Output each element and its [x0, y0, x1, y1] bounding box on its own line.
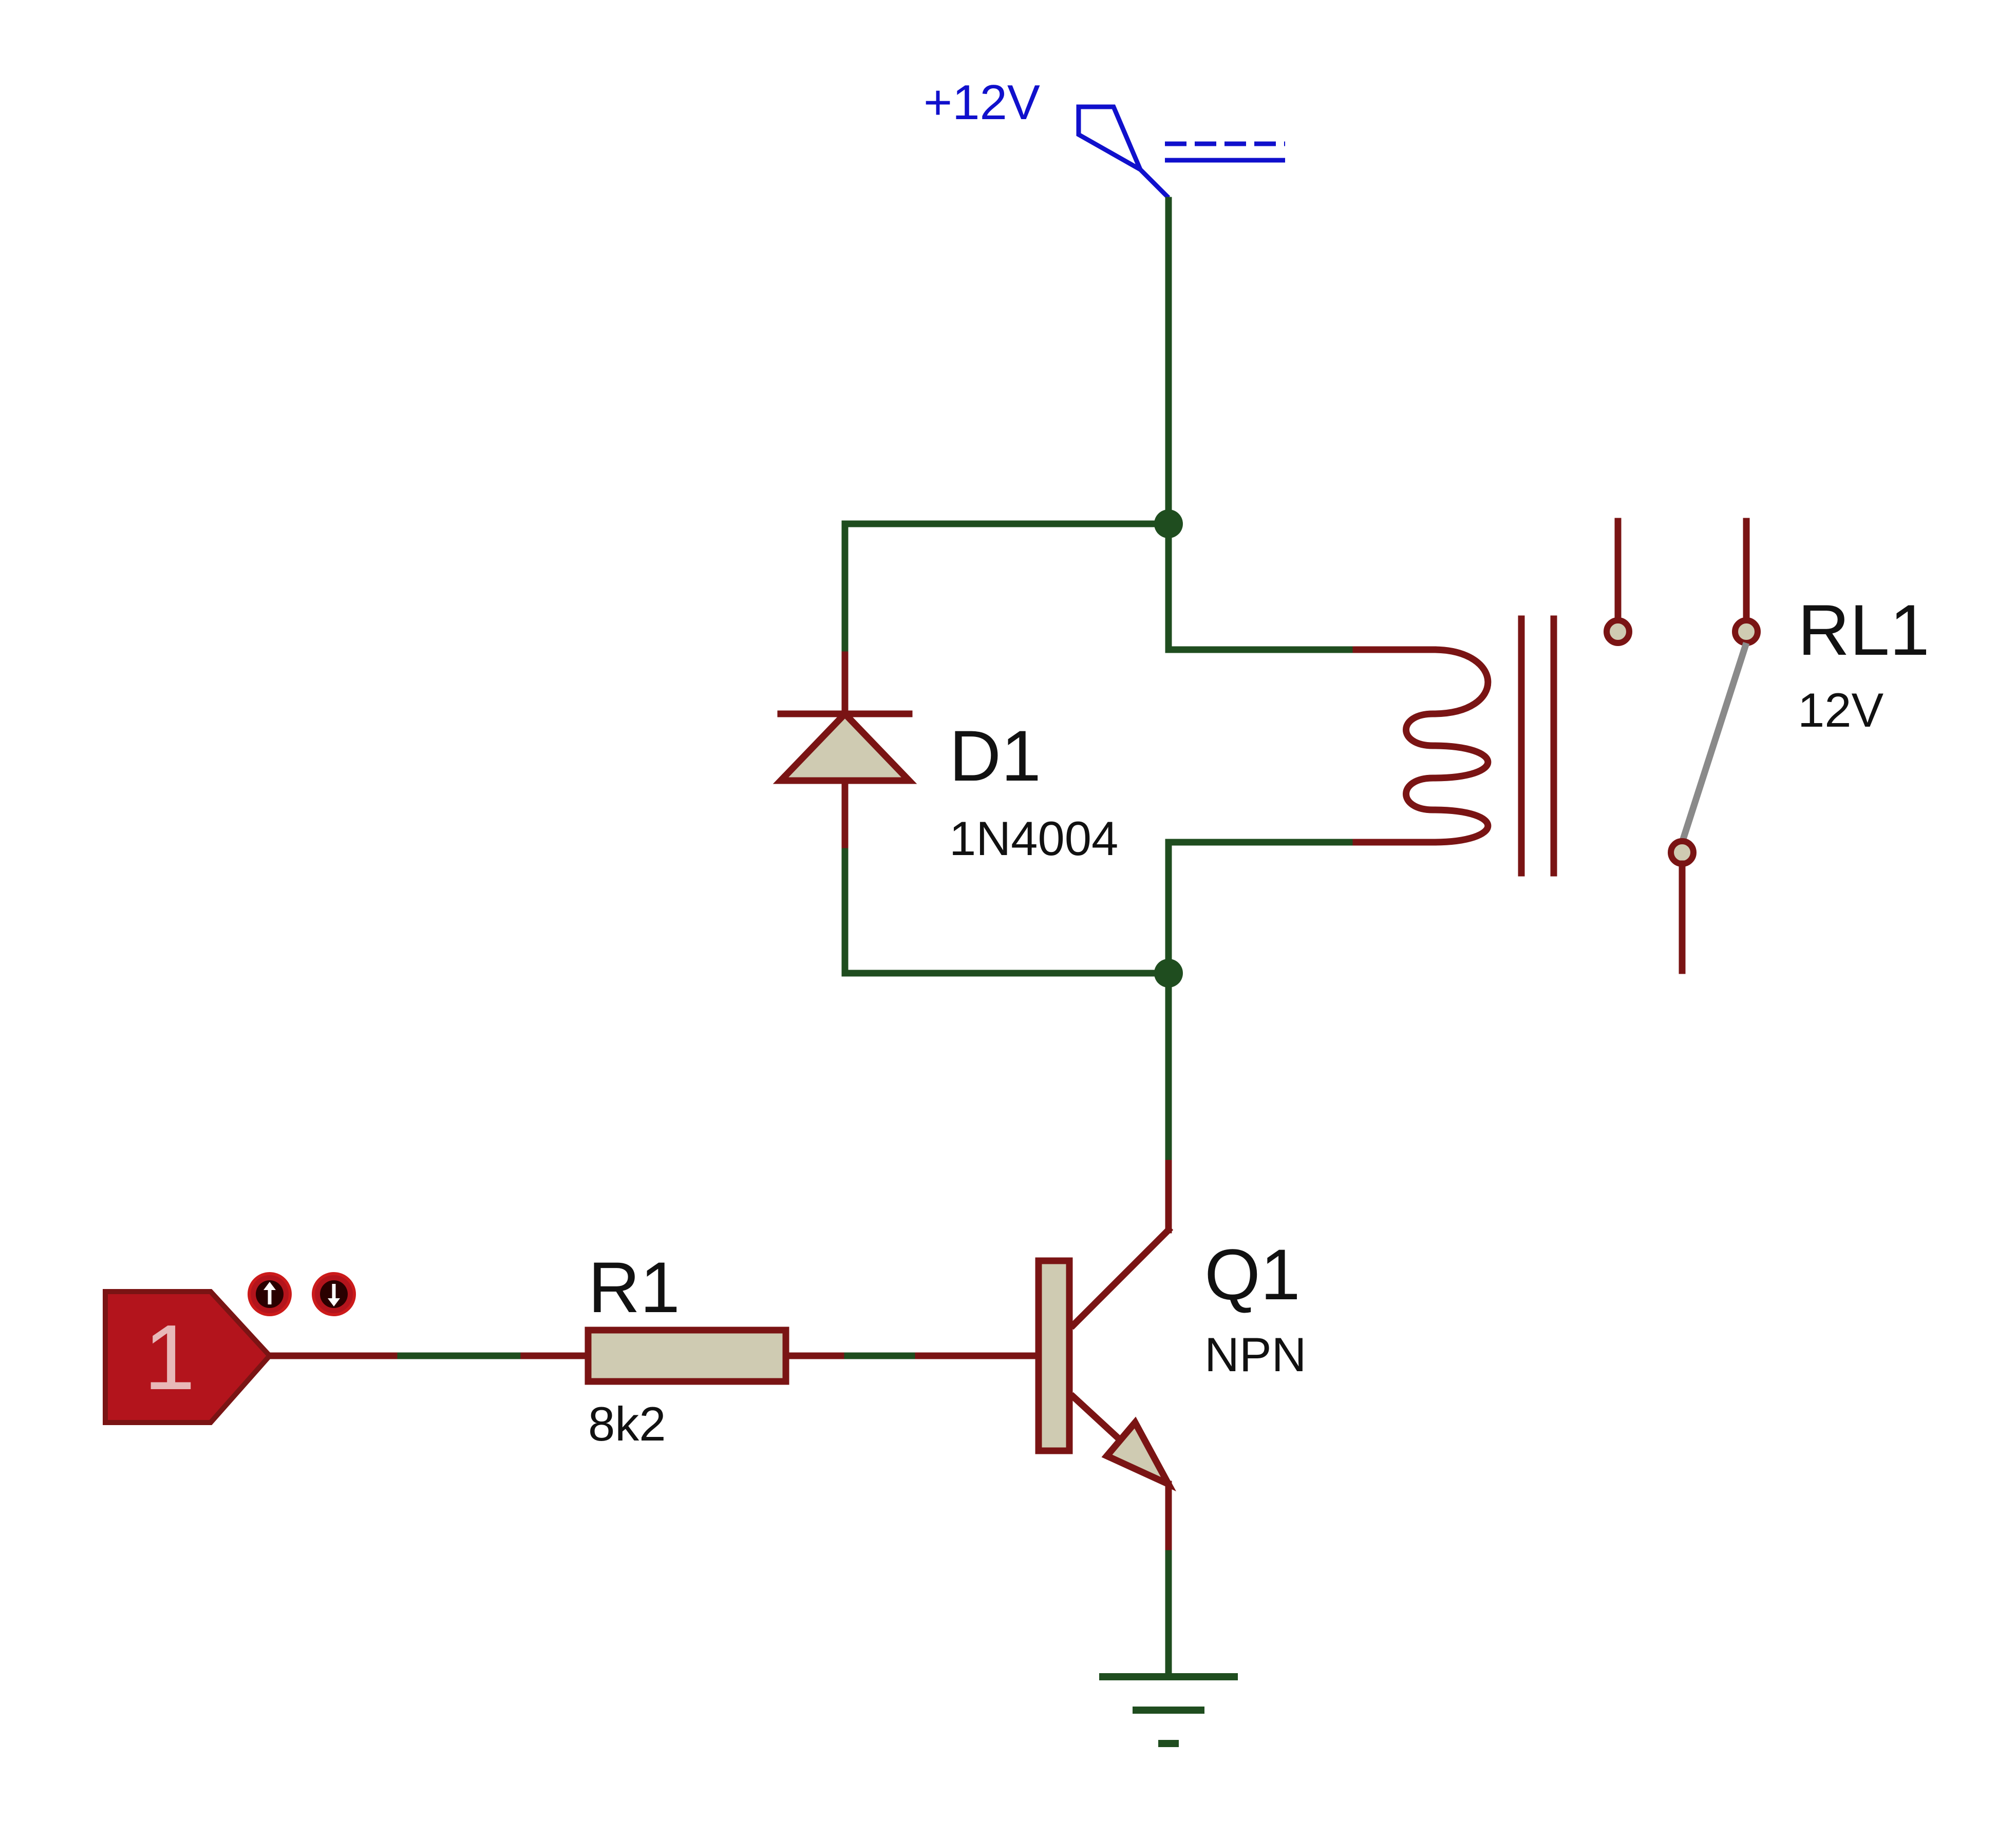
- arrow-up-circle-icon[interactable]: [248, 1272, 292, 1316]
- relay-coil: [1403, 646, 1492, 846]
- input-terminal-1[interactable]: 1: [103, 1272, 356, 1425]
- transistor-collector-leg: [1068, 1225, 1174, 1330]
- relay-value: 12V: [1798, 683, 1884, 737]
- power-arrow-symbol: [1076, 104, 1145, 175]
- junction-dot-top: [1154, 509, 1183, 538]
- wire-coil-top: [1165, 520, 1360, 653]
- relay-switch-arm: [1679, 642, 1750, 843]
- transistor-base-bar: [1035, 1257, 1073, 1454]
- diode-triangle: [773, 709, 917, 784]
- wire-diode-top: [841, 520, 1172, 658]
- transistor-value: NPN: [1204, 1328, 1306, 1381]
- ground-symbol: [1099, 1673, 1238, 1747]
- relay-ref: RL1: [1798, 590, 1930, 670]
- power-arrow-stem: [1138, 167, 1171, 200]
- diode-d1[interactable]: D1 1N4004: [773, 651, 1118, 865]
- power-label: +12V: [924, 75, 1040, 130]
- relay-nc-contact: [1604, 617, 1632, 646]
- diode-ref: D1: [949, 715, 1041, 796]
- resistor-body: [585, 1327, 789, 1385]
- terminal-body: [103, 1289, 273, 1425]
- transistor-q1[interactable]: Q1 NPN: [908, 1160, 1306, 1557]
- diode-value: 1N4004: [949, 811, 1118, 865]
- wire-diode-bottom: [841, 841, 1172, 977]
- relay-no-contact: [1732, 617, 1761, 646]
- junction-dot-bottom: [1154, 959, 1183, 988]
- power-terminal-12v[interactable]: +12V: [924, 75, 1285, 200]
- terminal-label: 1: [144, 1306, 195, 1409]
- resistor-value: 8k2: [588, 1397, 666, 1451]
- resistor-ref: R1: [588, 1247, 680, 1328]
- resistor-r1[interactable]: R1 8k2: [520, 1247, 851, 1451]
- wire-coil-bottom: [1165, 839, 1360, 977]
- transistor-emitter-arrow: [1101, 1416, 1176, 1492]
- relay-rl1[interactable]: RL1 12V: [1352, 518, 1930, 974]
- arrow-down-circle-icon[interactable]: [312, 1272, 356, 1316]
- transistor-ref: Q1: [1204, 1234, 1301, 1315]
- relay-com-contact: [1668, 838, 1697, 867]
